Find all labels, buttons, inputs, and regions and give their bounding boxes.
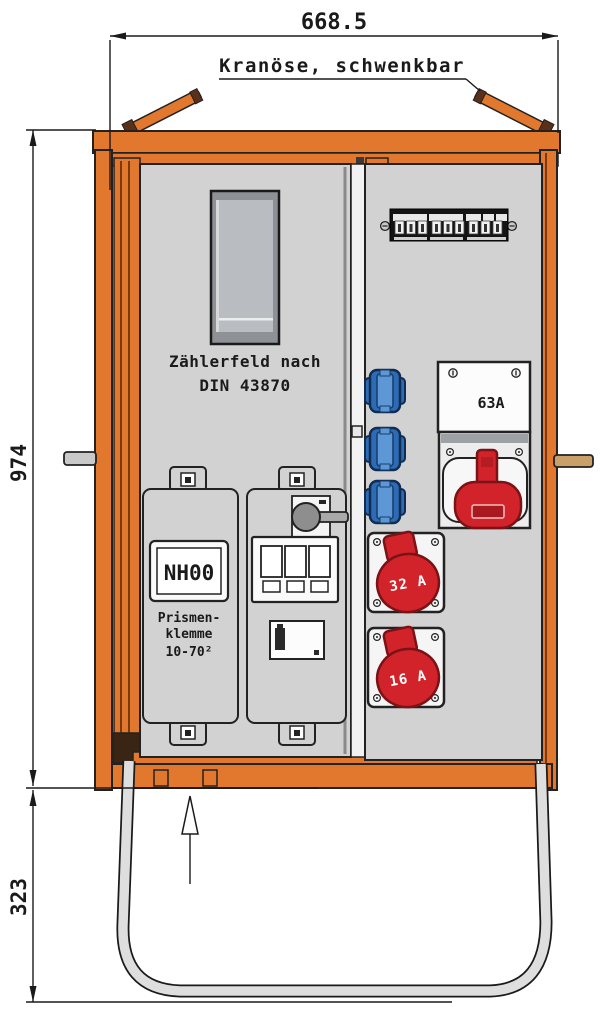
height-dimension: 974	[7, 129, 318, 789]
breaker-row	[379, 208, 518, 242]
meter-window	[209, 189, 281, 346]
screw-icon	[506, 220, 518, 232]
left-door-handle	[63, 451, 97, 466]
screw-icon	[373, 632, 381, 642]
screw-icon	[514, 448, 524, 456]
clamp-label-line3: 10-70²	[166, 645, 213, 660]
schuko-socket-3	[363, 479, 407, 525]
right-door-handle	[553, 454, 594, 468]
cee-16a-unit: 16 A	[366, 621, 446, 715]
switch-module	[246, 466, 349, 746]
stand-frame	[116, 760, 553, 998]
crane-label-text: Kranöse, schwenkbar	[219, 55, 465, 77]
screw-icon	[511, 368, 521, 378]
module-tab-icon	[169, 720, 207, 746]
screw-icon	[379, 220, 391, 232]
top-hinge-icon	[356, 157, 364, 168]
clamp-label-line1: Prismen-	[158, 611, 221, 626]
stand-height-dimension: 323	[7, 790, 452, 1003]
screw-icon	[446, 448, 454, 456]
left-door-open	[112, 157, 141, 764]
cee-32a-unit: 32 A	[366, 526, 446, 620]
crane-label: Kranöse, schwenkbar	[219, 55, 481, 92]
divider-latch	[351, 425, 363, 438]
left-side-wall	[94, 149, 113, 791]
base-lug-left	[153, 769, 169, 787]
screw-icon	[373, 537, 381, 547]
cee-63a-label: 63A	[477, 394, 504, 412]
breaker-toggles	[394, 220, 503, 235]
meter-field-label-line1: Zählerfeld nach	[169, 352, 321, 371]
height-dimension-label: 974	[7, 444, 31, 482]
meter-field-label-line2: DIN 43870	[199, 376, 290, 395]
clamp-label-line2: klemme	[166, 627, 213, 642]
screw-icon	[431, 632, 439, 642]
fuse-block	[250, 535, 340, 604]
width-dimension: 668.5	[109, 10, 559, 190]
screw-icon	[448, 368, 458, 378]
cee-63a-unit: 63A	[436, 360, 532, 530]
nh00-label: NH00	[164, 561, 215, 585]
up-arrow	[181, 795, 199, 884]
module-tab-icon	[278, 720, 316, 746]
screw-icon	[373, 693, 381, 703]
cee-32a-label: 32 A	[388, 573, 428, 595]
base-lug-right	[202, 769, 218, 787]
module-tab-icon	[278, 466, 316, 492]
crane-eye-right	[472, 87, 555, 140]
cabinet-roof	[92, 130, 561, 154]
screw-icon	[431, 537, 439, 547]
panel-divider	[350, 163, 366, 758]
stand-height-dimension-label: 323	[7, 878, 31, 916]
width-dimension-label: 668.5	[301, 10, 367, 35]
screw-icon	[373, 598, 381, 608]
schuko-socket-1	[363, 368, 407, 414]
module-tab-icon	[169, 466, 207, 492]
terminal-box	[269, 620, 325, 660]
cee-16a-label: 16 A	[388, 668, 428, 690]
schuko-socket-2	[363, 426, 407, 472]
cee-63a-socket	[453, 448, 523, 530]
nh00-module: NH00 Prismen- klemme 10-70²	[142, 466, 239, 746]
